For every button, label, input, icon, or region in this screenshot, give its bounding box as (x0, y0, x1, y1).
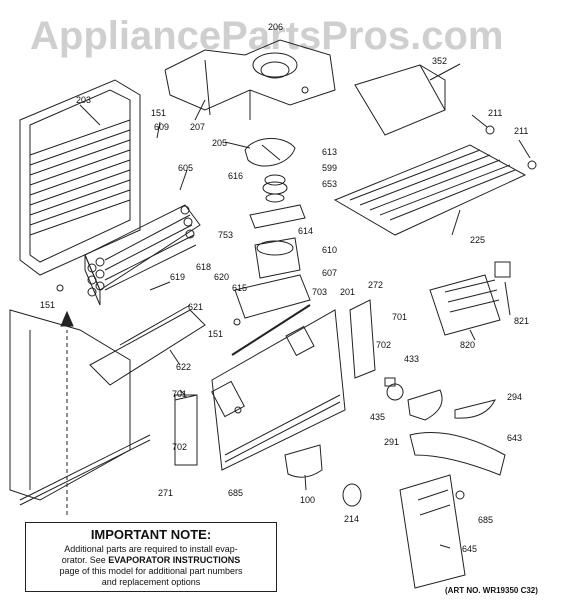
part-number-label: 151 (208, 329, 224, 339)
note-line-3: page of this model for additional part n… (59, 566, 243, 576)
evaporator-cover-part (211, 309, 346, 471)
part-number-label: 821 (514, 316, 530, 326)
part-number-label: 619 (170, 272, 186, 282)
note-title: IMPORTANT NOTE: (90, 527, 212, 542)
part-number-label: 685 (228, 488, 244, 498)
part-number-label: 614 (298, 226, 314, 236)
part-number-label: 616 (228, 171, 244, 181)
motor-bracket-part (249, 204, 306, 229)
part-number-label: 753 (218, 230, 234, 240)
light-shield-part (407, 389, 443, 421)
part-number-label: 645 (462, 544, 478, 554)
air-duct-left-part (174, 394, 198, 466)
important-note-box: IMPORTANT NOTE: Additional parts are req… (25, 522, 277, 592)
part-number-label: 205 (212, 138, 228, 148)
light-bulb-part (384, 377, 404, 401)
fresh-food-liner-part (9, 309, 151, 506)
drain-trough-part (89, 304, 206, 386)
part-number-label: 615 (232, 283, 248, 293)
part-number-label: 620 (214, 272, 230, 282)
ice-maker-part (429, 274, 501, 336)
part-number-label: 653 (322, 179, 338, 189)
part-number-label: 607 (322, 268, 338, 278)
part-number-label: 201 (340, 287, 356, 297)
damper-disc-part (342, 483, 362, 507)
part-number-label: 613 (322, 147, 338, 157)
part-number-label: 294 (507, 392, 523, 402)
note-line-2-pre: orator. See (61, 555, 109, 565)
evaporator-part (84, 204, 201, 306)
part-number-label: 214 (344, 514, 360, 524)
note-line-2-bold: EVAPORATOR INSTRUCTIONS (108, 555, 241, 565)
part-number-label: 433 (404, 354, 420, 364)
part-number-label: 291 (384, 437, 400, 447)
part-number-label: 685 (478, 515, 494, 525)
part-number-label: 610 (322, 245, 338, 255)
watermark: AppliancePartsPros.com (30, 14, 504, 58)
part-number-label: 702 (376, 340, 392, 350)
fan-grille-part (234, 274, 311, 319)
freezer-liner-part (19, 79, 141, 276)
part-number-label: 211 (488, 108, 503, 118)
part-number-label: 618 (196, 262, 212, 272)
damper-cover-part (284, 444, 323, 478)
part-number-label: 203 (76, 95, 92, 105)
part-number-label: 151 (40, 300, 56, 310)
wire-harness-part (231, 304, 311, 356)
lamp-cover-part (454, 399, 496, 419)
note-line-4: and replacement options (101, 577, 201, 587)
part-number-label: 352 (432, 56, 448, 66)
part-number-label: 206 (268, 22, 284, 32)
evaporator-arrow (60, 310, 74, 515)
fan-blade-part (244, 138, 296, 167)
air-duct-right-part (349, 299, 376, 379)
part-number-label: 621 (188, 302, 204, 312)
part-number-label: 605 (178, 163, 194, 173)
part-number-label: 622 (176, 362, 192, 372)
part-number-label: 701 (392, 312, 408, 322)
light-housing-part (409, 432, 506, 476)
part-number-label: 701 (172, 389, 188, 399)
air-tower-part (399, 474, 466, 589)
note-line-1: Additional parts are required to install… (64, 544, 238, 554)
part-number-label: 207 (190, 122, 206, 132)
part-number-label: 643 (507, 433, 523, 443)
part-number-label: 599 (322, 163, 338, 173)
part-number-label: 702 (172, 442, 188, 452)
part-number-label: 151 (151, 108, 167, 118)
part-number-label: 100 (300, 495, 316, 505)
part-number-label: 271 (158, 488, 174, 498)
part-number-label: 272 (368, 280, 384, 290)
part-number-label: 609 (154, 122, 170, 132)
ice-bucket-part (354, 64, 446, 136)
screw-part (485, 125, 495, 135)
part-number-label: 225 (470, 235, 486, 245)
part-number-label: 703 (312, 287, 328, 297)
wire-shelf-part (333, 144, 527, 236)
part-number-label: 820 (460, 340, 476, 350)
art-number: (ART NO. WR19350 C32) (445, 586, 538, 595)
part-number-label: 435 (370, 412, 386, 422)
fan-motor-part (262, 174, 288, 203)
fill-cup-part (494, 261, 511, 278)
part-number-label: 211 (514, 126, 529, 136)
motor-housing-part (254, 237, 301, 279)
note-body: Additional parts are required to install… (26, 544, 276, 588)
fan-bracket-part (164, 39, 336, 120)
